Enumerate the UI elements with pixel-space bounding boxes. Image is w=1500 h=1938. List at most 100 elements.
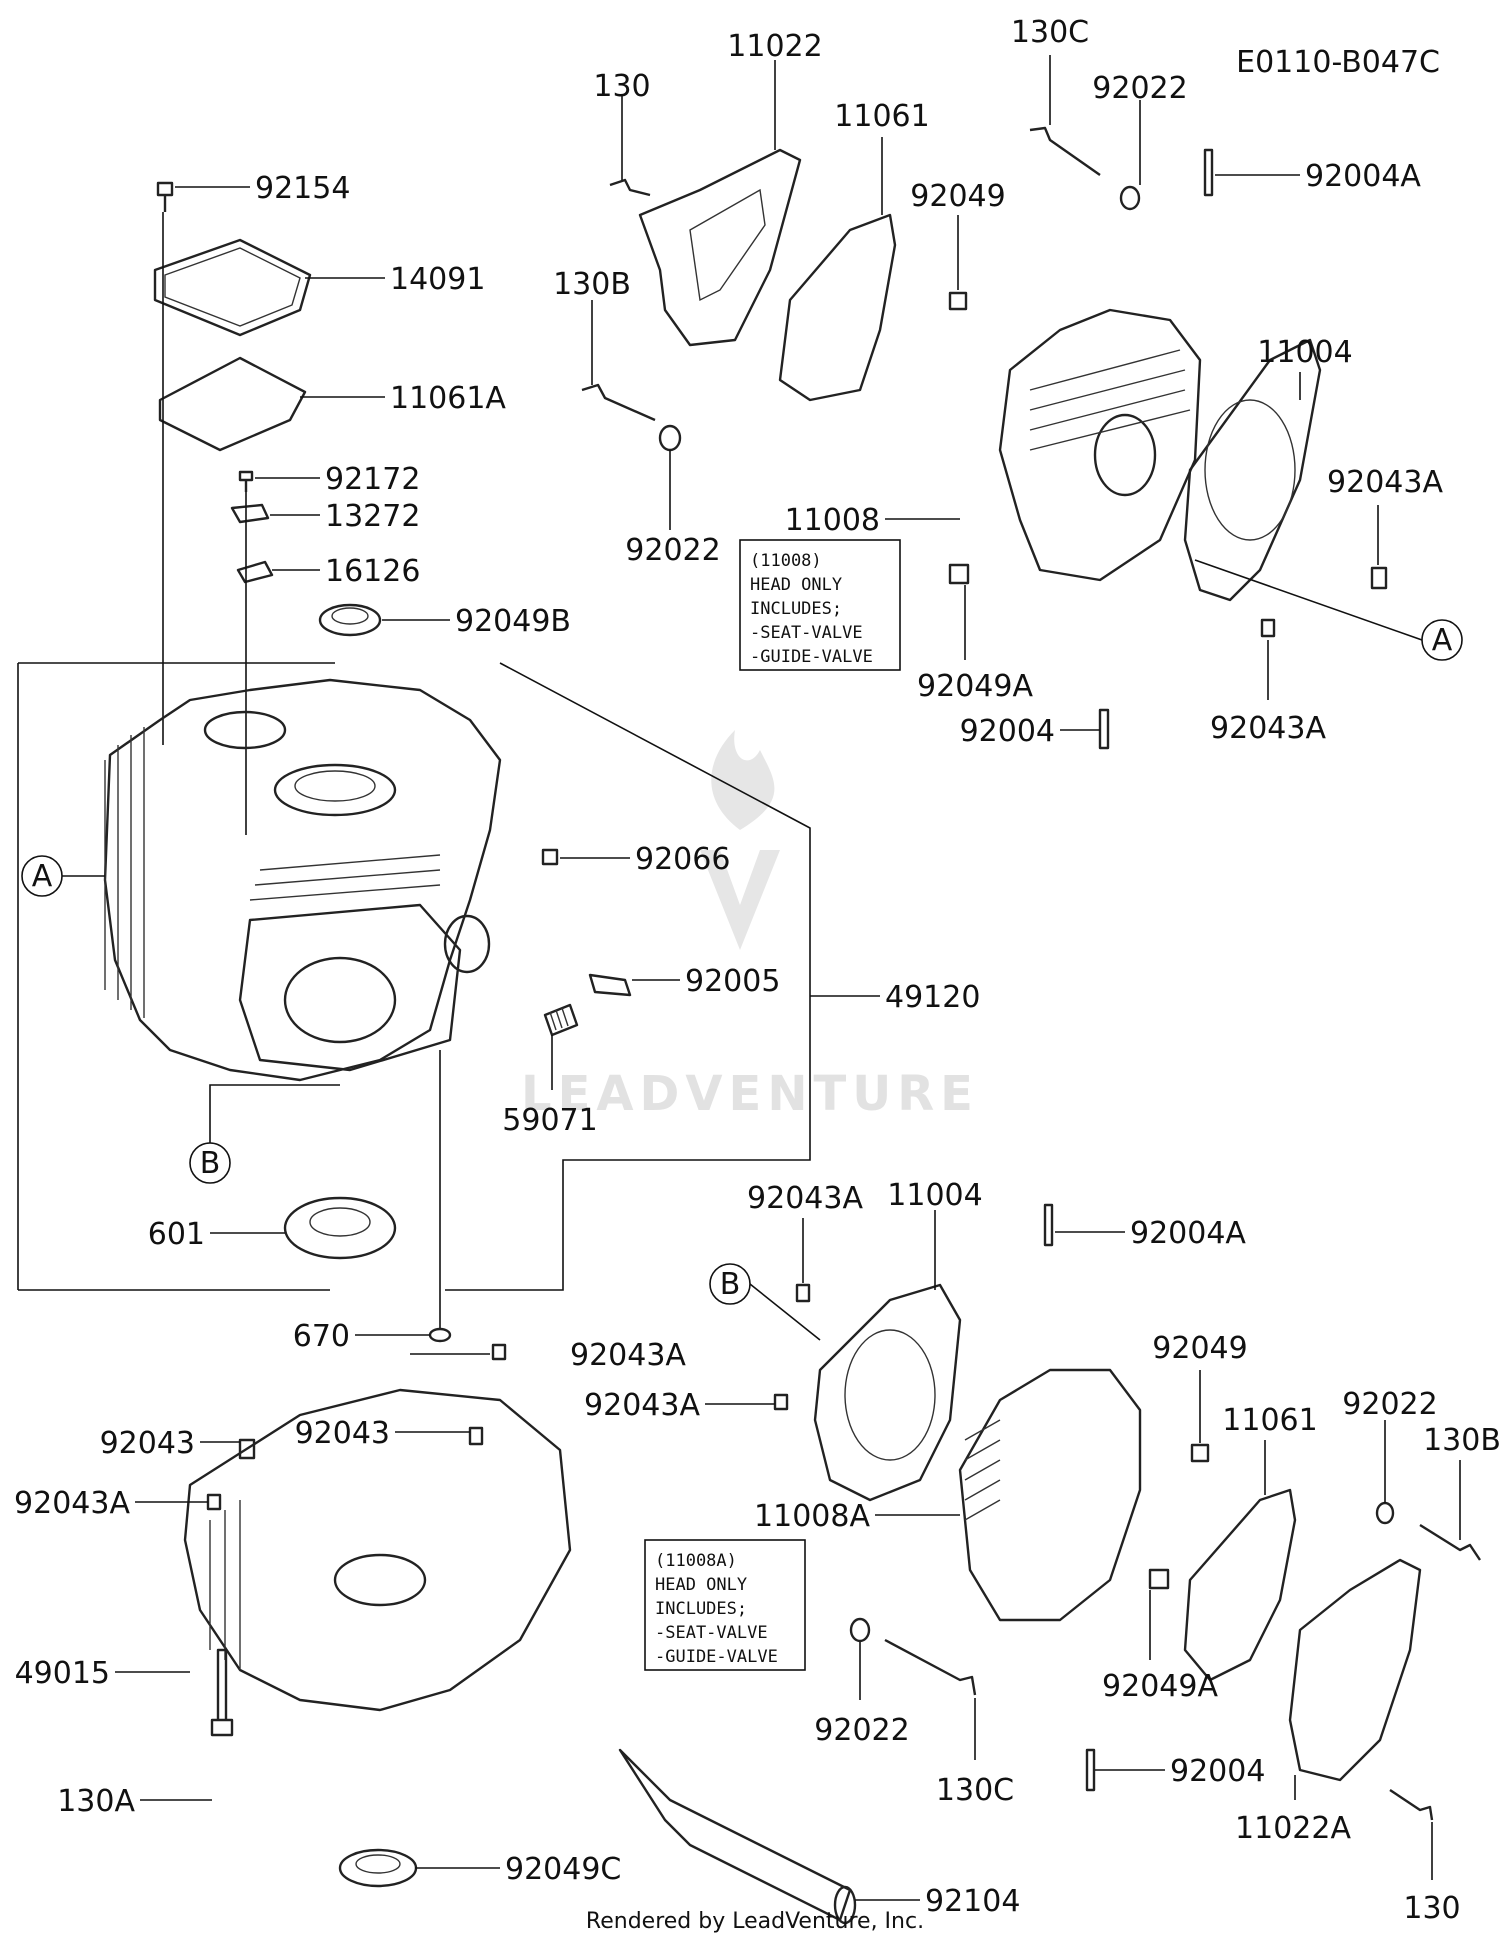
part-number: 92022 [1342,1387,1437,1422]
part-number: 49015 [15,1656,110,1691]
note-11008A-line4: -SEAT-VALVE [655,1623,768,1643]
part-number: 92005 [685,964,780,999]
label-92066[interactable]: 92066 [560,842,730,877]
part-number: 92066 [635,842,730,877]
label-92022-b2[interactable]: 92022 [814,1642,910,1748]
part-number: 130B [553,267,631,302]
part-number: 11004 [887,1178,982,1213]
label-130-top[interactable]: 130 [593,69,651,180]
label-130C-top[interactable]: 130C [1011,15,1089,125]
label-11022A[interactable]: 11022A [1235,1775,1351,1846]
label-92049-b[interactable]: 92049 [1152,1331,1248,1443]
label-92004A-b[interactable]: 92004A [1055,1216,1246,1251]
label-92004-top[interactable]: 92004 [960,714,1100,749]
label-92022-mid[interactable]: 92022 [625,450,721,568]
label-92043A-b3[interactable]: 92043A [584,1388,775,1423]
sealant-tube-92104 [618,1748,857,1925]
label-49120[interactable]: 49120 [810,980,980,1015]
label-92022-b[interactable]: 92022 [1342,1387,1438,1503]
label-601[interactable]: 601 [148,1217,285,1252]
part-number: 92049B [455,604,571,639]
label-130C-b[interactable]: 130C [936,1698,1014,1808]
part-number: 92004A [1305,159,1421,194]
label-92043A-b2[interactable]: 92043A [410,1338,686,1373]
part-number: 92043 [295,1416,390,1451]
part-number: 11008A [754,1499,870,1534]
label-11004-top[interactable]: 11004 [1257,335,1353,400]
callout-b-right: B [709,1263,821,1341]
label-92049-top[interactable]: 92049 [910,179,1006,290]
cover-plate-group [153,181,382,835]
callout-b-right-label: B [720,1267,741,1302]
callout-a-left-label: A [32,859,53,894]
part-number: 92154 [255,171,350,206]
label-92022-top[interactable]: 92022 [1092,71,1188,185]
part-number: 92049C [505,1852,621,1887]
label-92049B[interactable]: 92049B [382,604,571,639]
watermark: LEADVENTURE [521,730,979,1122]
label-59071[interactable]: 59071 [502,1035,598,1138]
label-92154[interactable]: 92154 [175,171,350,206]
note-11008-line2: HEAD ONLY [750,575,842,595]
label-13272[interactable]: 13272 [270,499,420,534]
label-130B-b[interactable]: 130B [1423,1423,1500,1540]
label-130B-top[interactable]: 130B [553,267,631,385]
part-number: 92022 [814,1713,909,1748]
label-92172[interactable]: 92172 [255,462,420,497]
part-number: 92043A [570,1338,686,1373]
part-number: 11022 [727,29,822,64]
part-number: 11004 [1257,335,1352,370]
label-92043-mid[interactable]: 92043 [295,1416,470,1451]
label-11004-b[interactable]: 11004 [887,1178,983,1290]
label-92043A-left[interactable]: 92043A [14,1486,208,1521]
part-number: 92043A [1210,711,1326,746]
callout-b-left-label: B [200,1146,221,1181]
part-number: 92049 [1152,1331,1247,1366]
label-92049C[interactable]: 92049C [415,1852,621,1887]
part-number: 11061 [834,99,929,134]
label-130A[interactable]: 130A [57,1784,212,1819]
part-number: 59071 [502,1103,597,1138]
note-11008A-line5: -GUIDE-VALVE [655,1647,778,1667]
label-92004-b[interactable]: 92004 [1095,1754,1265,1789]
note-head-11008A: (11008A) HEAD ONLY INCLUDES; -SEAT-VALVE… [644,1539,806,1671]
part-number: 130C [1011,15,1089,50]
part-number: 92004A [1130,1216,1246,1251]
callout-a-left: A [21,855,105,897]
label-11061-top[interactable]: 11061 [834,99,930,215]
label-92043A-right[interactable]: 92043A [1327,465,1443,565]
label-92005[interactable]: 92005 [632,964,780,999]
label-130-b[interactable]: 130 [1403,1822,1461,1926]
label-16126[interactable]: 16126 [272,554,420,589]
label-92104[interactable]: 92104 [855,1884,1020,1919]
label-92049A-top[interactable]: 92049A [917,585,1033,704]
label-11008A[interactable]: 11008A [754,1499,960,1534]
part-number: 130 [1403,1891,1460,1926]
assembly-49120-outline [18,662,811,1291]
crankcase-cover-49015 [183,1343,572,1888]
label-92043A-top2[interactable]: 92043A [1210,640,1326,746]
part-number: 92043A [14,1486,130,1521]
part-number: 16126 [325,554,420,589]
part-number: 92043 [100,1426,195,1461]
label-92049A-b[interactable]: 92049A [1102,1590,1218,1704]
label-11061A[interactable]: 11061A [300,381,506,416]
part-number: 92172 [325,462,420,497]
part-number: 14091 [390,262,485,297]
part-number: 92049A [1102,1669,1218,1704]
part-number: 11061 [1222,1403,1317,1438]
label-92043-left[interactable]: 92043 [100,1426,240,1461]
label-92004A-top[interactable]: 92004A [1215,159,1421,194]
note-11008A-line3: INCLUDES; [655,1599,747,1619]
label-11008[interactable]: 11008 [785,503,960,538]
label-11022[interactable]: 11022 [727,29,823,150]
label-11061-b[interactable]: 11061 [1222,1403,1318,1495]
label-14091[interactable]: 14091 [305,262,485,297]
watermark-text: LEADVENTURE [521,1066,979,1122]
label-670[interactable]: 670 [293,1319,430,1354]
part-number: 670 [293,1319,350,1354]
diagram-id: E0110-B047C [1236,45,1440,80]
label-49015[interactable]: 49015 [15,1656,190,1691]
label-92043A-b1[interactable]: 92043A [747,1181,863,1283]
part-number: 92004 [1170,1754,1265,1789]
